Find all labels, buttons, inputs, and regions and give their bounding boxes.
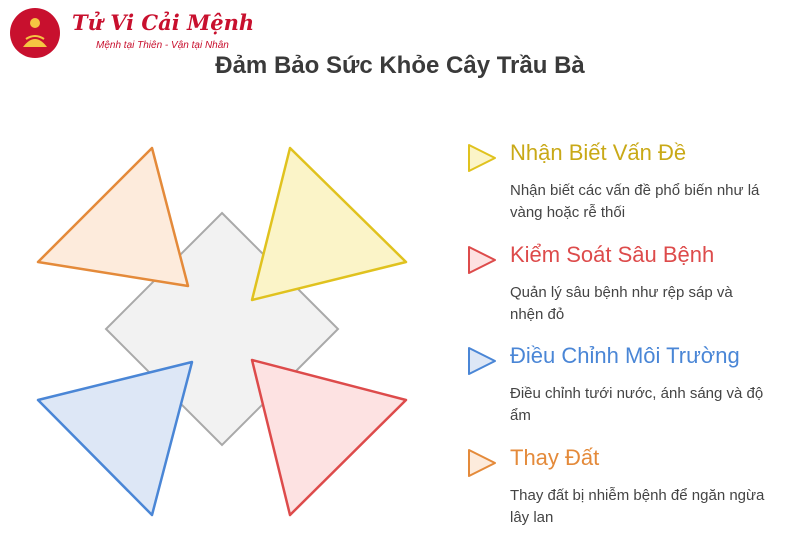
- triangle-red: [250, 358, 408, 517]
- item-description: Điều chỉnh tưới nước, ánh sáng và độ ẩm: [510, 385, 764, 424]
- item-description: Nhận biết các vấn đề phổ biến như lá vàn…: [510, 182, 760, 221]
- triangle-orange: [36, 146, 190, 288]
- triangle-marker-icon: [468, 449, 496, 477]
- triangle-marker-icon: [468, 347, 496, 375]
- page-title: Đảm Bảo Sức Khỏe Cây Trầu Bà: [215, 52, 585, 79]
- buddha-logo-icon: [10, 8, 60, 58]
- logo-title: Tử Vi Cải Mệnh: [72, 10, 255, 35]
- triangle-marker-icon: [468, 144, 496, 172]
- item-title: Nhận Biết Vấn Đề: [510, 140, 687, 165]
- item-title: Thay Đất: [510, 445, 600, 470]
- brand-logo: Tử Vi Cải Mệnh Mệnh tại Thiên - Vận tại …: [6, 4, 254, 60]
- logo-subtitle: Mệnh tại Thiên - Vận tại Nhân: [96, 40, 229, 51]
- item-description: Quản lý sâu bệnh như rệp sáp và nhện đỏ: [510, 284, 733, 323]
- item-description: Thay đất bị nhiễm bệnh để ngăn ngừa lây …: [510, 487, 765, 526]
- triangle-yellow: [250, 146, 408, 302]
- triangle-marker-icon: [468, 246, 496, 274]
- item-title: Điều Chỉnh Môi Trường: [510, 343, 740, 368]
- triangle-blue: [36, 360, 194, 517]
- item-title: Kiểm Soát Sâu Bệnh: [510, 242, 715, 267]
